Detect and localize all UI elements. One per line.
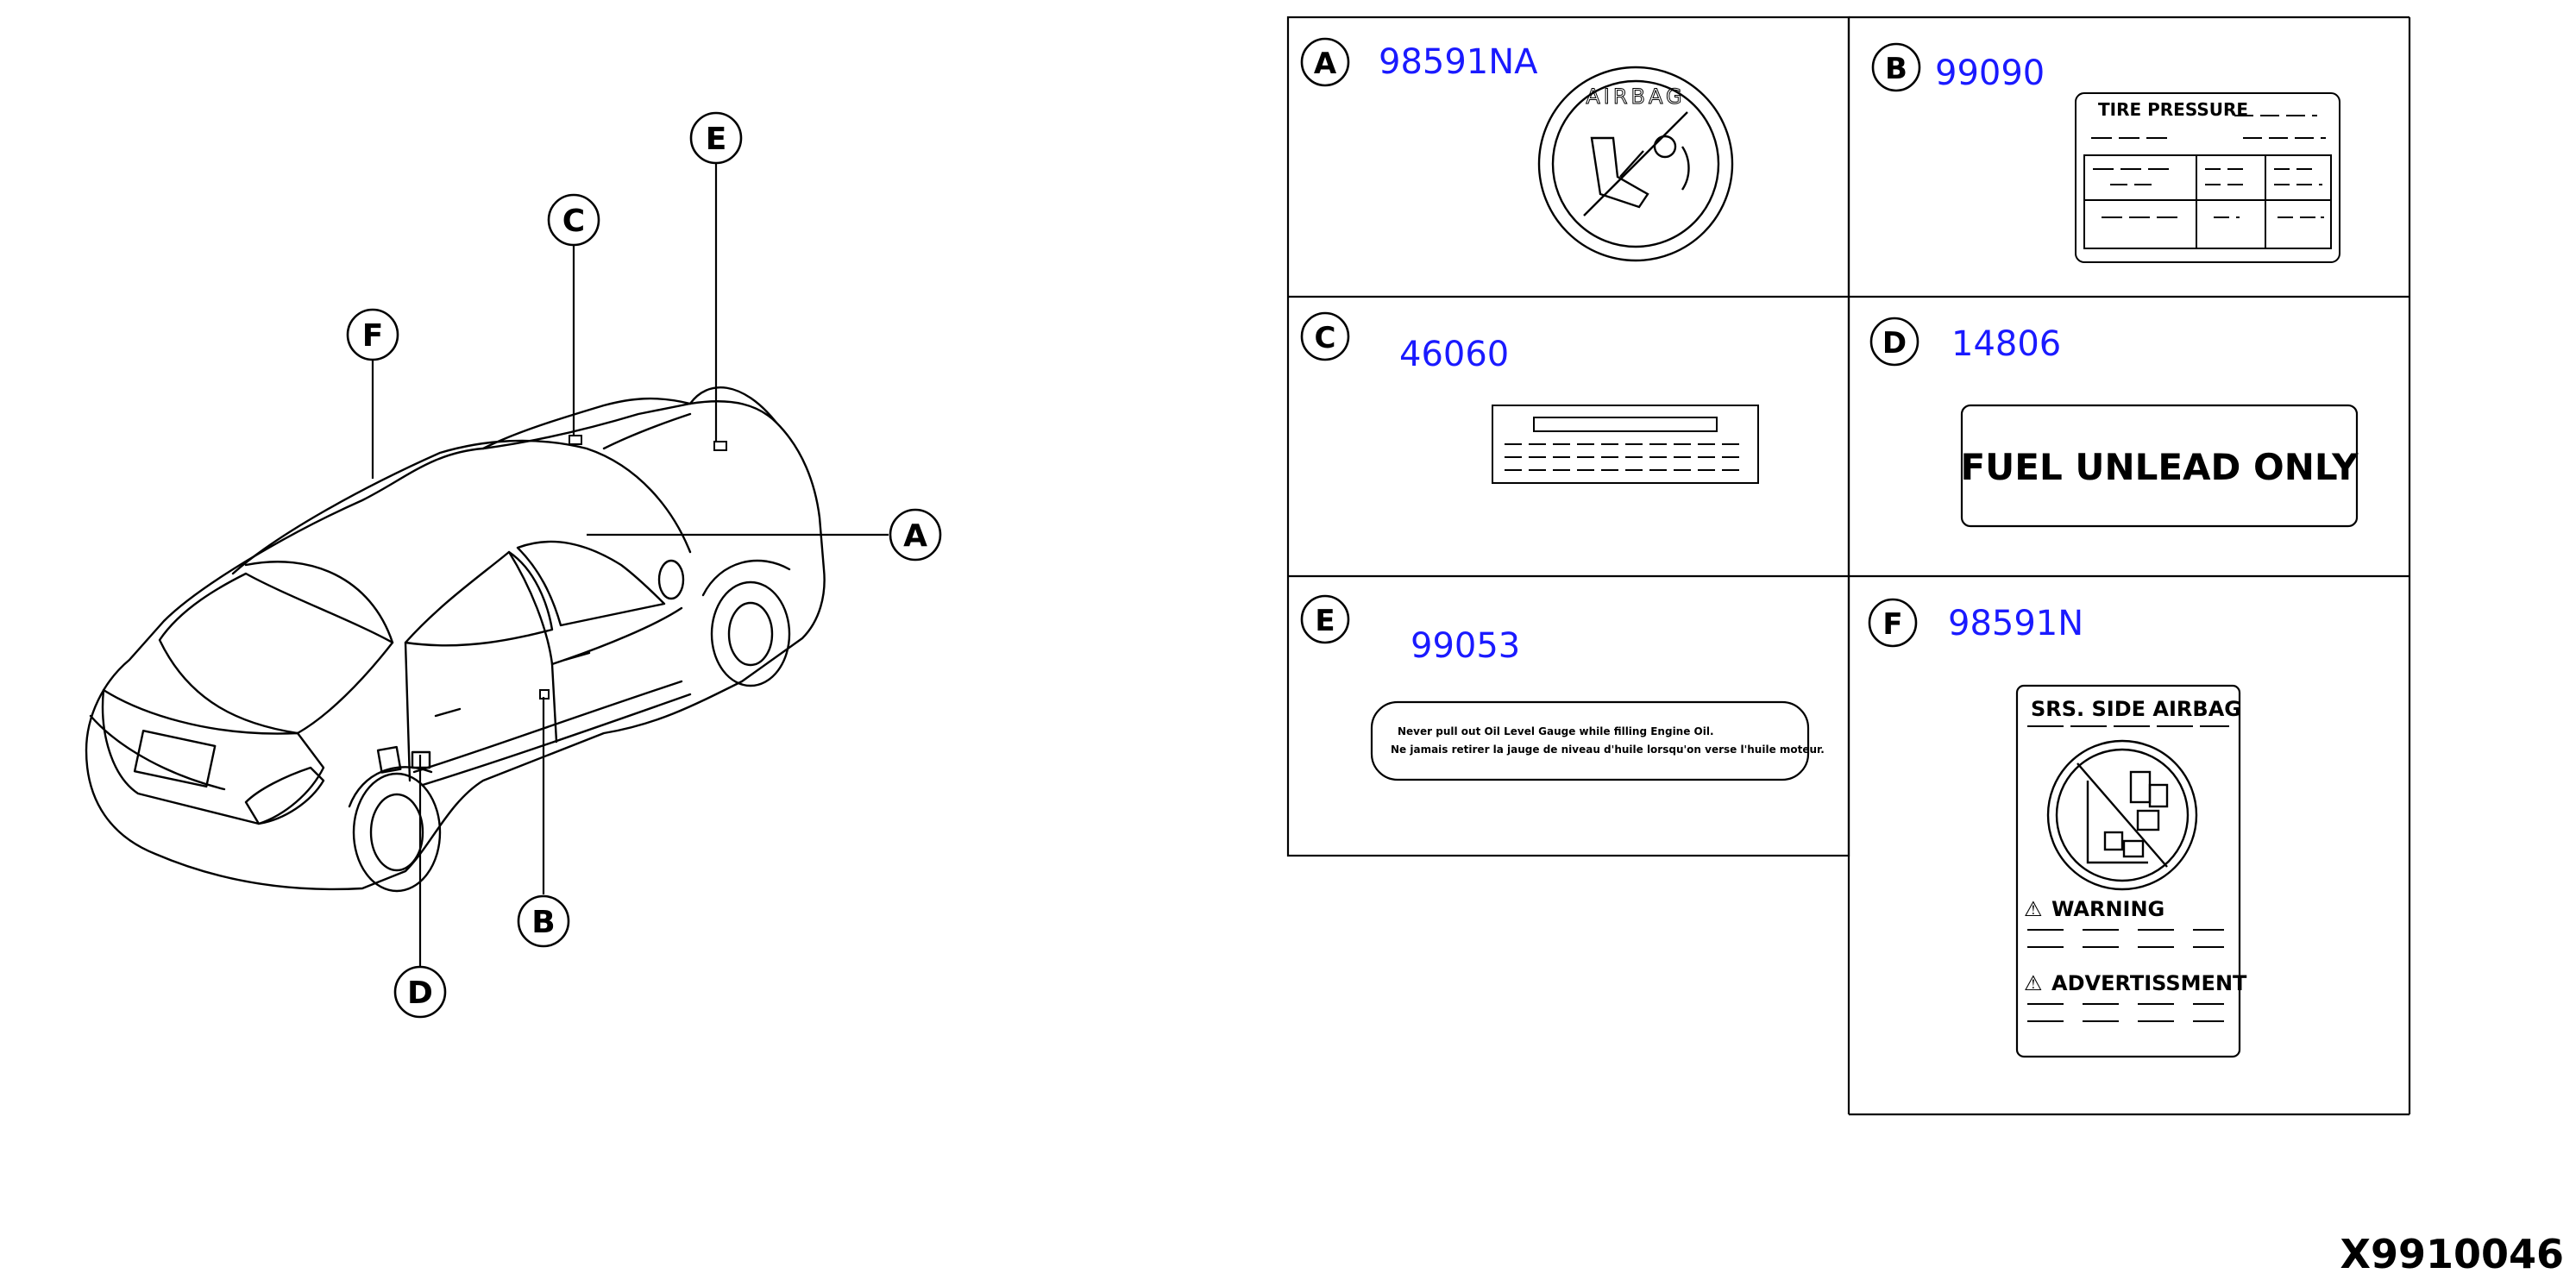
tire-pressure-title: TIRE PRESSURE	[2098, 99, 2248, 120]
svg-text:F: F	[362, 318, 384, 354]
callout-d: D	[393, 965, 447, 1019]
svg-text:A: A	[1314, 47, 1337, 81]
panel-d: D 14806 FUEL UNLEAD ONLY	[1869, 317, 2359, 528]
oil-gauge-label-box	[1370, 700, 1810, 781]
panel-e: E 99053 Never pull out Oil Level Gauge w…	[1300, 594, 1825, 781]
oil-gauge-label-line2: Ne jamais retirer la jauge de niveau d'h…	[1391, 744, 1825, 756]
callout-f: F	[346, 308, 399, 361]
callout-a: A	[889, 508, 942, 562]
callout-c: C	[547, 193, 600, 247]
warning-triangle-icon: ⚠	[2024, 897, 2043, 921]
svg-text:C: C	[562, 204, 585, 239]
svg-text:E: E	[706, 122, 727, 157]
advertissment-triangle-icon: ⚠	[2024, 971, 2043, 995]
diagram-id: X9910046	[2340, 1231, 2564, 1277]
leader-lines	[371, 161, 889, 966]
svg-text:B: B	[531, 905, 555, 940]
callout-b: B	[517, 894, 570, 948]
svg-text:B: B	[1885, 52, 1907, 86]
svg-text:D: D	[1882, 326, 1907, 361]
warning-dashes	[2027, 929, 2224, 948]
part-number-e: 99053	[1411, 626, 1520, 666]
airbag-arc-text: AIRBAG	[1586, 85, 1685, 109]
engine-label	[1492, 405, 1759, 484]
label-table	[1286, 16, 2411, 1116]
part-number-f: 98591N	[1948, 604, 2083, 643]
side-airbag-label-box	[2015, 684, 2241, 1058]
part-number-c: 46060	[1399, 335, 1509, 374]
fuel-label-text: FUEL UNLEAD ONLY	[1960, 446, 2359, 488]
tire-pressure-label	[2075, 92, 2340, 263]
svg-text:E: E	[1315, 604, 1335, 638]
advertissment-heading: ADVERTISSMENT	[2051, 971, 2247, 995]
part-number-a: 98591NA	[1379, 42, 1538, 82]
marker-e	[713, 441, 727, 451]
panel-b: B 99090 TIRE PRESSURE	[1871, 42, 2340, 263]
marker-c	[569, 435, 582, 445]
svg-text:A: A	[903, 518, 927, 554]
advertissment-dashes	[2027, 1003, 2224, 1022]
part-number-d: 14806	[1951, 324, 2061, 364]
panel-f: F 98591N SRS. SIDE AIRBAG ⚠ WARNING ⚠ AD…	[1868, 598, 2247, 1058]
car-illustration	[85, 386, 826, 893]
side-airbag-title: SRS. SIDE AIRBAG	[2031, 697, 2241, 721]
part-number-b: 99090	[1935, 53, 2045, 93]
no-child-seat-icon	[2046, 739, 2198, 891]
callout-e: E	[689, 111, 743, 165]
warning-heading: WARNING	[2051, 897, 2164, 921]
airbag-child-seat-label	[1537, 66, 1734, 262]
panel-a: A 98591NA AIRBAG	[1300, 37, 1734, 262]
oil-gauge-label-line1: Never pull out Oil Level Gauge while fil…	[1398, 725, 1714, 737]
svg-text:C: C	[1315, 321, 1336, 355]
fuel-label-box	[1960, 404, 2359, 528]
svg-text:D: D	[407, 976, 433, 1011]
svg-text:F: F	[1882, 607, 1902, 642]
panel-c: C 46060	[1300, 311, 1759, 484]
